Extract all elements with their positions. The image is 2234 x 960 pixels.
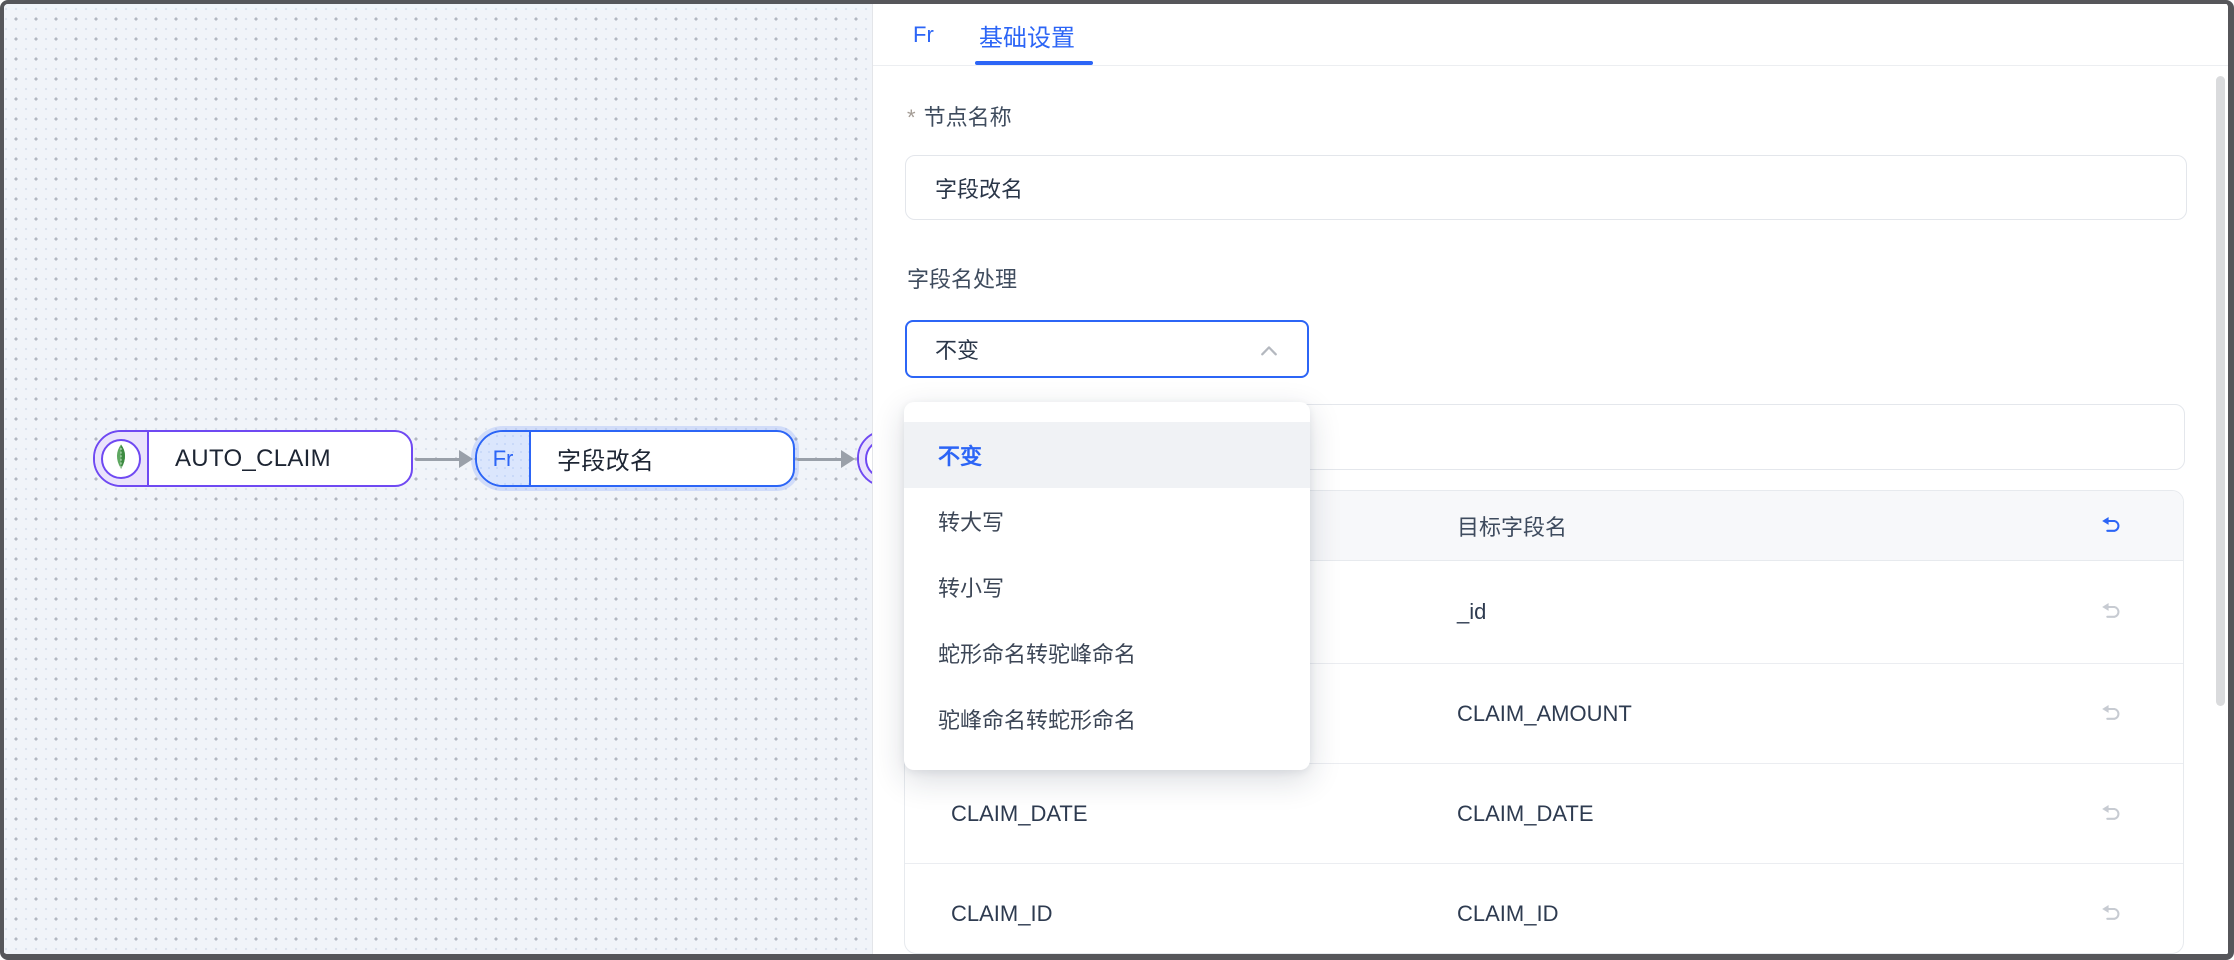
node-auto-claim[interactable]: AUTO_CLAIM	[93, 430, 413, 487]
active-tab-underline	[975, 61, 1093, 65]
target-field-header: 目标字段名	[1457, 514, 1568, 540]
node-icon-circle	[101, 438, 141, 479]
node-label: AUTO_CLAIM	[175, 444, 331, 472]
table-row: CLAIM_AMOUNT	[905, 664, 2183, 764]
field-processing-select[interactable]: 不变	[905, 320, 1309, 378]
reset-all-button[interactable]	[2099, 514, 2123, 538]
table-row: _id	[905, 561, 2183, 664]
table-row: CLAIM_DATE CLAIM_DATE	[905, 764, 2183, 864]
row-undo-button[interactable]	[2099, 902, 2123, 926]
required-asterisk: *	[907, 105, 916, 130]
node-field-rename[interactable]: Fr 字段改名	[475, 430, 795, 487]
dropdown-option-lowercase[interactable]: 转小写	[938, 576, 1005, 601]
node-name-input[interactable]: 字段改名	[905, 155, 2187, 220]
source-field-cell: CLAIM_ID	[951, 901, 1053, 926]
dropdown-option-unchanged[interactable]: 不变	[904, 422, 1310, 488]
row-undo-button[interactable]	[2099, 802, 2123, 826]
target-field-cell: CLAIM_ID	[1457, 901, 1559, 926]
row-undo-button[interactable]	[2099, 600, 2123, 624]
source-field-cell: CLAIM_DATE	[951, 800, 1088, 826]
dropdown-option-uppercase[interactable]: 转大写	[938, 510, 1005, 535]
fr-badge: Fr	[492, 445, 514, 471]
dropdown-option-snake-to-camel[interactable]: 蛇形命名转驼峰命名	[938, 642, 1137, 667]
select-value: 不变	[935, 338, 980, 363]
tab-bar: Fr 基础设置	[873, 4, 2228, 66]
field-processing-label: 字段名处理	[907, 267, 1018, 292]
settings-panel: Fr 基础设置 *节点名称 字段改名 字段名处理 不变 目标字段名	[872, 4, 2228, 954]
node-badge-section: Fr	[477, 432, 531, 485]
target-field-cell: CLAIM_DATE	[1457, 800, 1594, 826]
target-field-cell: _id	[1457, 599, 1487, 624]
mongodb-leaf-icon	[111, 443, 131, 475]
tab-basic-settings[interactable]: 基础设置	[979, 24, 1075, 52]
connector-arrow	[797, 450, 855, 468]
node-name-label: *节点名称	[907, 105, 1012, 130]
row-undo-button[interactable]	[2099, 702, 2123, 726]
node-label: 字段改名	[557, 448, 655, 475]
table-row: CLAIM_ID CLAIM_ID	[905, 864, 2183, 953]
panel-scrollbar-thumb[interactable]	[2216, 76, 2225, 706]
dropdown-option-camel-to-snake[interactable]: 驼峰命名转蛇形命名	[938, 708, 1137, 733]
connector-arrow	[415, 450, 473, 468]
flow-canvas[interactable]: AUTO_CLAIM Fr 字段改名	[4, 4, 937, 954]
select-dropdown: 不变 转大写 转小写 蛇形命名转驼峰命名 驼峰命名转蛇形命名	[904, 402, 1310, 770]
target-field-cell: CLAIM_AMOUNT	[1457, 700, 1632, 726]
chevron-up-icon	[1257, 339, 1281, 369]
tab-fr[interactable]: Fr	[913, 22, 934, 47]
node-icon-section	[95, 432, 149, 485]
